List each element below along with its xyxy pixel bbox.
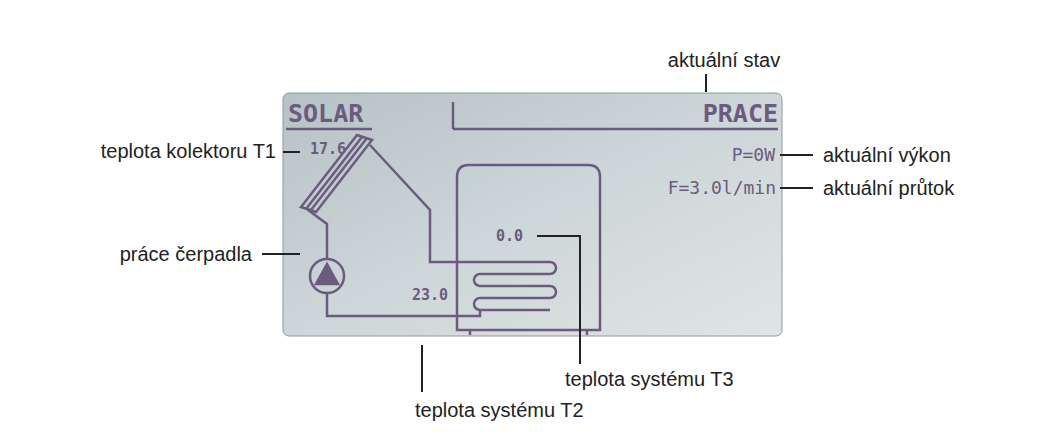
lcd-value: P=0W	[732, 146, 775, 164]
callout-label: teplota systému T3	[565, 369, 734, 389]
callout-label: práce čerpadla	[120, 244, 252, 264]
callout-label: teplota kolektoru T1	[101, 141, 276, 161]
screen-graphics	[286, 102, 778, 335]
callout-label: teplota systému T2	[415, 400, 584, 420]
callout-label: aktuální průtok	[823, 178, 954, 198]
lcd-value: F=3.0l/min	[668, 179, 776, 197]
lcd-screen	[283, 93, 782, 336]
lcd-heading: SOLAR	[288, 101, 363, 126]
leader-lines	[262, 74, 813, 392]
callout-label: aktuální výkon	[823, 145, 951, 165]
callout-label: aktuální stav	[668, 50, 780, 70]
lcd-temperature: 0.0	[496, 229, 523, 244]
lcd-heading: PRACE	[703, 101, 778, 126]
lcd-temperature: 23.0	[412, 288, 448, 303]
lcd-temperature: 17.6	[310, 142, 346, 157]
